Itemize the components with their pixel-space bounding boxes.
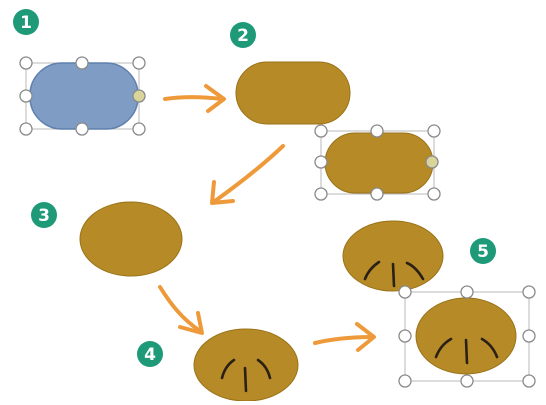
hand-drawn-arrow-icon bbox=[313, 322, 376, 352]
selection-handle-icon[interactable] bbox=[427, 187, 441, 201]
step2-adjusted-shape[interactable] bbox=[324, 132, 434, 194]
selection-handle-icon[interactable] bbox=[132, 56, 146, 70]
selection-handle-icon[interactable] bbox=[460, 285, 474, 299]
selection-handle-icon[interactable] bbox=[398, 329, 412, 343]
step-number-3: 3 bbox=[38, 206, 50, 226]
selection-handle-icon[interactable] bbox=[314, 124, 328, 138]
selection-handle-icon[interactable] bbox=[522, 285, 536, 299]
selection-handle-icon[interactable] bbox=[314, 155, 328, 169]
step-badge-5: 5 bbox=[470, 238, 496, 264]
selection-handle-icon[interactable] bbox=[522, 374, 536, 388]
selection-handle-icon[interactable] bbox=[427, 124, 441, 138]
step-badge-1: 1 bbox=[13, 9, 39, 35]
selection-handle-icon[interactable] bbox=[75, 122, 89, 136]
step-number-2: 2 bbox=[237, 26, 249, 46]
mark-line bbox=[256, 358, 272, 380]
mark-line bbox=[243, 366, 248, 393]
mark-line bbox=[464, 338, 469, 365]
selection-handle-icon[interactable] bbox=[370, 187, 384, 201]
step3-ellipse[interactable] bbox=[79, 201, 183, 277]
selection-handle-icon[interactable] bbox=[398, 374, 412, 388]
step-number-4: 4 bbox=[144, 345, 156, 365]
selection-handle-icon[interactable] bbox=[19, 89, 33, 103]
step-badge-2: 2 bbox=[230, 22, 256, 48]
hand-drawn-arrow-icon bbox=[210, 144, 285, 205]
step5-shape[interactable] bbox=[342, 220, 444, 292]
hand-drawn-arrow-icon bbox=[158, 285, 204, 335]
mark-line bbox=[480, 337, 499, 359]
step-number-5: 5 bbox=[477, 242, 489, 262]
selection-handle-icon[interactable] bbox=[370, 124, 384, 138]
mark-line bbox=[434, 337, 453, 359]
step4-shape[interactable] bbox=[193, 328, 299, 402]
step5-selection[interactable] bbox=[398, 285, 536, 388]
selection-handle-icon[interactable] bbox=[19, 122, 33, 136]
mark-line bbox=[391, 262, 396, 288]
selection-handle-icon[interactable] bbox=[460, 374, 474, 388]
step1-selection[interactable] bbox=[19, 56, 146, 136]
selection-handle-icon[interactable] bbox=[522, 329, 536, 343]
step2-selection[interactable] bbox=[314, 124, 441, 201]
mark-line bbox=[405, 261, 425, 281]
selection-handle-icon[interactable] bbox=[132, 122, 146, 136]
step-number-1: 1 bbox=[20, 13, 32, 33]
selection-handle-icon[interactable] bbox=[75, 56, 89, 70]
selection-handle-icon[interactable] bbox=[398, 285, 412, 299]
step-badge-3: 3 bbox=[31, 202, 57, 228]
hand-drawn-arrow-icon bbox=[163, 84, 226, 113]
selection-handle-icon[interactable] bbox=[314, 187, 328, 201]
mark-line bbox=[363, 260, 381, 281]
mark-line bbox=[220, 358, 236, 380]
step2-rounded-rectangle[interactable] bbox=[235, 61, 351, 125]
adjust-handle-icon[interactable] bbox=[425, 155, 439, 169]
adjust-handle-icon[interactable] bbox=[132, 89, 146, 103]
step-badge-4: 4 bbox=[137, 341, 163, 367]
selection-handle-icon[interactable] bbox=[19, 56, 33, 70]
step1-rounded-rectangle[interactable] bbox=[29, 62, 139, 130]
